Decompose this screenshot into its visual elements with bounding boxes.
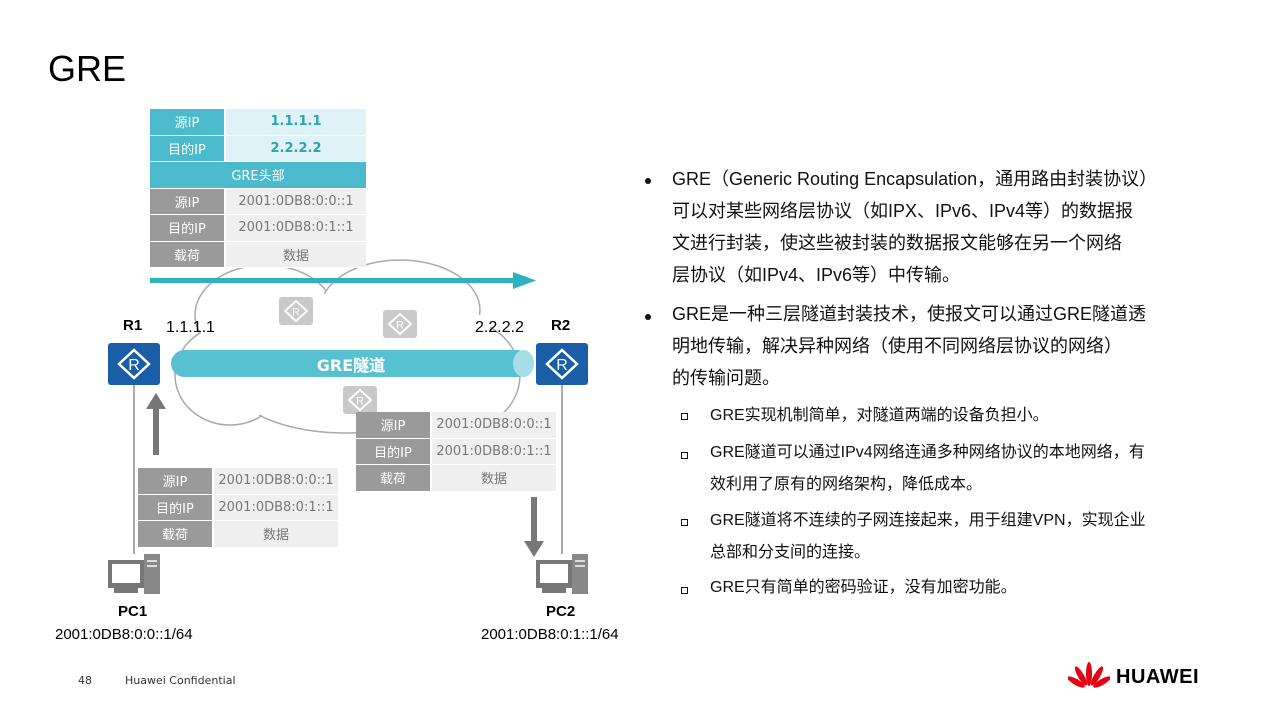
field-value: 2001:0DB8:0:1::1 <box>226 215 366 242</box>
field-label: 源IP <box>150 188 226 215</box>
pc1-address: 2001:0DB8:0:0::1/64 <box>55 626 193 643</box>
svg-text:R: R <box>556 357 568 374</box>
router-icon: R <box>279 297 313 325</box>
field-label: 载荷 <box>356 465 432 492</box>
field-value: 2001:0DB8:0:0::1 <box>226 188 366 215</box>
text-line: 可以对某些网络层协议（如IPX、IPv6、IPv4等）的数据报 <box>672 201 1134 221</box>
link-line <box>561 384 563 554</box>
field-label: 源IP <box>356 412 432 439</box>
forward-arrow-icon <box>150 272 536 289</box>
sub-bullet-icon <box>681 413 688 420</box>
field-label: 目的IP <box>150 135 226 162</box>
page-number: 48 <box>78 674 92 687</box>
r2-ip: 2.2.2.2 <box>475 319 524 336</box>
sub-bullet-1: GRE实现机制简单，对隧道两端的设备负担小。 <box>710 400 1049 432</box>
field-label: 载荷 <box>150 241 226 268</box>
text-line: 效利用了原有的网络架构，降低成本。 <box>710 476 983 493</box>
logo-text: HUAWEI <box>1116 665 1199 688</box>
text-line: GRE是一种三层隧道封装技术，使报文可以通过GRE隧道透 <box>672 304 1147 324</box>
field-label: 目的IP <box>138 494 214 521</box>
huawei-logo: HUAWEI <box>1068 662 1199 692</box>
tunnel-label: GRE隧道 <box>316 355 386 375</box>
pc1-computer-icon <box>108 554 160 594</box>
field-value: 2001:0DB8:0:1::1 <box>214 494 338 521</box>
r2-label: R2 <box>551 317 571 334</box>
pc2-computer-icon <box>536 554 588 594</box>
field-label: 源IP <box>150 109 226 136</box>
svg-text:R: R <box>292 307 300 319</box>
r2-router-icon: R <box>536 343 588 385</box>
gre-header: GRE头部 <box>150 162 366 189</box>
field-value: 数据 <box>432 465 556 492</box>
text-line: 层协议（如IPv4、IPv6等）中传输。 <box>672 265 961 285</box>
confidential-label: Huawei Confidential <box>125 674 236 687</box>
text-line: GRE（Generic Routing Encapsulation，通用路由封装… <box>672 169 1158 189</box>
sub-bullet-3: GRE隧道将不连续的子网连接起来，用于组建VPN，实现企业总部和分支间的连接。 <box>710 505 1146 569</box>
field-label: 载荷 <box>138 521 214 548</box>
text-line: GRE隧道可以通过IPv4网络连通多种网络协议的本地网络，有 <box>710 444 1145 461</box>
tunnel-end-cap <box>513 350 534 377</box>
r1-ip: 1.1.1.1 <box>166 319 215 336</box>
svg-text:R: R <box>128 357 140 374</box>
field-label: 目的IP <box>150 215 226 242</box>
field-value: 2001:0DB8:0:0::1 <box>214 468 338 495</box>
bullet-icon <box>645 178 651 184</box>
router-icon: R <box>383 310 417 338</box>
sub-bullet-2: GRE隧道可以通过IPv4网络连通多种网络协议的本地网络，有效利用了原有的网络架… <box>710 437 1145 501</box>
pc1-label: PC1 <box>118 603 148 620</box>
huawei-petal-icon <box>1068 662 1110 688</box>
field-value: 2.2.2.2 <box>226 135 366 162</box>
page-title: GRE <box>48 48 127 89</box>
field-label: 目的IP <box>356 438 432 465</box>
text-line: 明地传输，解决异种网络（使用不同网络层协议的网络） <box>672 336 1122 356</box>
text-line: GRE隧道将不连续的子网连接起来，用于组建VPN，实现企业 <box>710 512 1146 529</box>
text-line: GRE实现机制简单，对隧道两端的设备负担小。 <box>710 407 1049 424</box>
field-value: 2001:0DB8:0:0::1 <box>432 412 556 439</box>
sub-bullet-icon <box>681 587 688 594</box>
field-value: 数据 <box>214 521 338 548</box>
sub-bullet-icon <box>681 519 688 526</box>
router-icon: R <box>343 386 377 414</box>
text-line: 总部和分支间的连接。 <box>710 544 871 561</box>
text-line: GRE只有简单的密码验证，没有加密功能。 <box>710 579 1017 596</box>
bullet-icon <box>645 314 651 320</box>
pc2-address: 2001:0DB8:0:1::1/64 <box>481 626 619 643</box>
gre-tunnel: GRE隧道 <box>171 350 531 377</box>
field-value: 数据 <box>226 241 366 268</box>
text-line: 文进行封装，使这些被封装的数据报文能够在另一个网络 <box>672 233 1122 253</box>
field-label: 源IP <box>138 468 214 495</box>
field-value: 2001:0DB8:0:1::1 <box>432 438 556 465</box>
r1-router-icon: R <box>108 343 160 385</box>
svg-text:R: R <box>356 396 364 408</box>
link-line <box>133 384 135 554</box>
pc2-label: PC2 <box>546 603 576 620</box>
bullet-1: GRE（Generic Routing Encapsulation，通用路由封装… <box>672 163 1157 291</box>
field-value: 1.1.1.1 <box>226 109 366 136</box>
r1-label: R1 <box>123 317 143 334</box>
sub-bullet-icon <box>681 452 688 459</box>
up-arrow-icon <box>146 393 166 455</box>
sub-bullet-4: GRE只有简单的密码验证，没有加密功能。 <box>710 572 1017 604</box>
bullet-2: GRE是一种三层隧道封装技术，使报文可以通过GRE隧道透 明地传输，解决异种网络… <box>672 298 1146 394</box>
svg-text:R: R <box>396 320 404 332</box>
down-arrow-icon <box>524 497 544 557</box>
text-line: 的传输问题。 <box>672 368 780 388</box>
